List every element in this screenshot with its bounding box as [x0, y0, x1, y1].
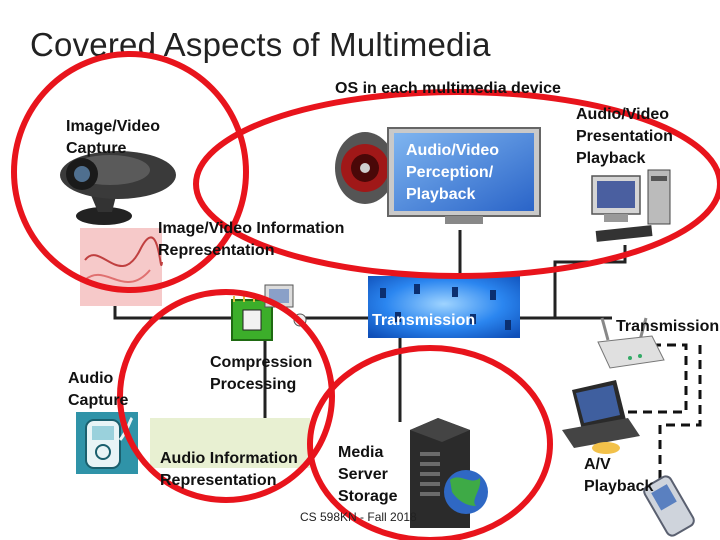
router-icon [597, 317, 665, 369]
highlight-os-device [193, 89, 720, 279]
highlight-capture [11, 51, 249, 293]
av-presentation-label: Audio/Video Presentation Playback [576, 106, 673, 167]
transmission-center-label: Transmission [372, 312, 476, 329]
highlight-media-server [307, 345, 553, 540]
transmission-panel [368, 276, 520, 338]
speaker-icon [335, 132, 395, 204]
image-video-capture-label: Image/Video Capture [66, 118, 160, 157]
os-label: OS in each multimedia device [335, 80, 561, 97]
media-server-label: Media Server Storage [338, 444, 398, 505]
audio-info-art [150, 418, 310, 468]
disc-icon [592, 442, 620, 454]
desktop-pc-icon [591, 169, 671, 242]
av-playback-label: A/V Playback [584, 456, 654, 495]
av-perception-label: Audio/Video Perception/ Playback [406, 142, 500, 203]
image-info-art [80, 228, 163, 306]
image-video-info-label: Image/Video Information Representation [158, 220, 345, 259]
audio-info-label: Audio Information Representation [160, 450, 298, 489]
dashed-links [625, 343, 702, 505]
compression-label: Compression Processing [210, 354, 313, 393]
slide-footer: CS 598KN - Fall 2018 [300, 510, 417, 524]
highlight-compression [117, 289, 335, 503]
transmission-right-label: Transmission [616, 318, 720, 335]
globe-icon [444, 470, 488, 514]
highlight-ellipses [11, 51, 720, 540]
media-player-icon [76, 412, 138, 474]
audio-capture-label: Audio Capture [68, 370, 129, 409]
mobile-phone-icon [643, 475, 695, 537]
laptop-icon [562, 380, 640, 448]
webcam-icon [60, 151, 176, 225]
tv-monitor-icon [387, 127, 541, 224]
